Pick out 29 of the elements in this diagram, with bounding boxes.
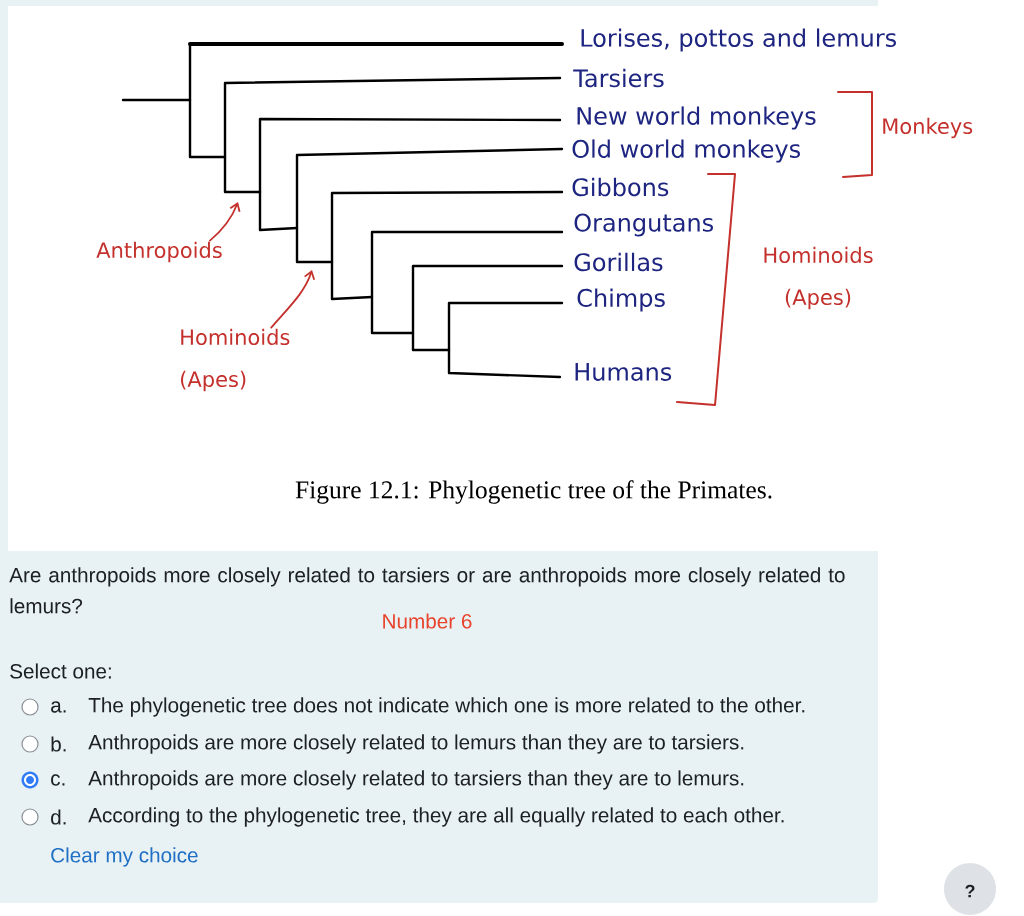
question-number: Number 6 [383,613,472,629]
group-label: Monkeys [883,117,973,139]
species-label: Gibbons [572,177,669,197]
option-letter: c. [51,774,65,786]
figure-caption: Figure 12.1: Phylogenetic tree of the Primates. [295,480,772,504]
option-letter: b. [51,736,66,752]
help-button: ? [944,863,996,915]
option-letter: a. [51,701,66,713]
prompt-text: Select one: [10,663,111,679]
species-label: Tarsiers [573,68,664,88]
species-label: Humans [575,363,672,381]
species-label: New world monkeys [577,106,816,130]
question-text: Are anthropoids more closely related to tarsiers or are anthropoids more closely related to lemurs? [9,567,845,614]
species-label: Lorises, pottos and lemurs [581,28,896,52]
group-label: Hominoids (Apes) [181,328,290,392]
option-letter: d. [51,809,66,825]
group-label: Anthropoids [96,241,222,263]
group-label: Hominoids (Apes) [764,246,873,310]
option-text: Anthropoids are more closely related to lemurs than they are to tarsiers. [88,734,744,754]
species-label: Old world monkeys [572,139,800,163]
leader-arrow [270,270,316,329]
option-text: The phylogenetic tree does not indicate which one is more related to the other. [88,697,805,717]
option-text: According to the phylogenetic tree, they are all equally related to each other. [88,807,784,827]
species-label: Orangutans [574,213,713,237]
species-label: Chimps [577,288,665,312]
option-text: Anthropoids are more closely related to tarsiers than they are to lemurs. [88,770,744,790]
species-label: Gorillas [574,252,663,272]
clear-choice-link: Clear my choice [51,847,198,867]
leader-arrow [209,202,241,242]
